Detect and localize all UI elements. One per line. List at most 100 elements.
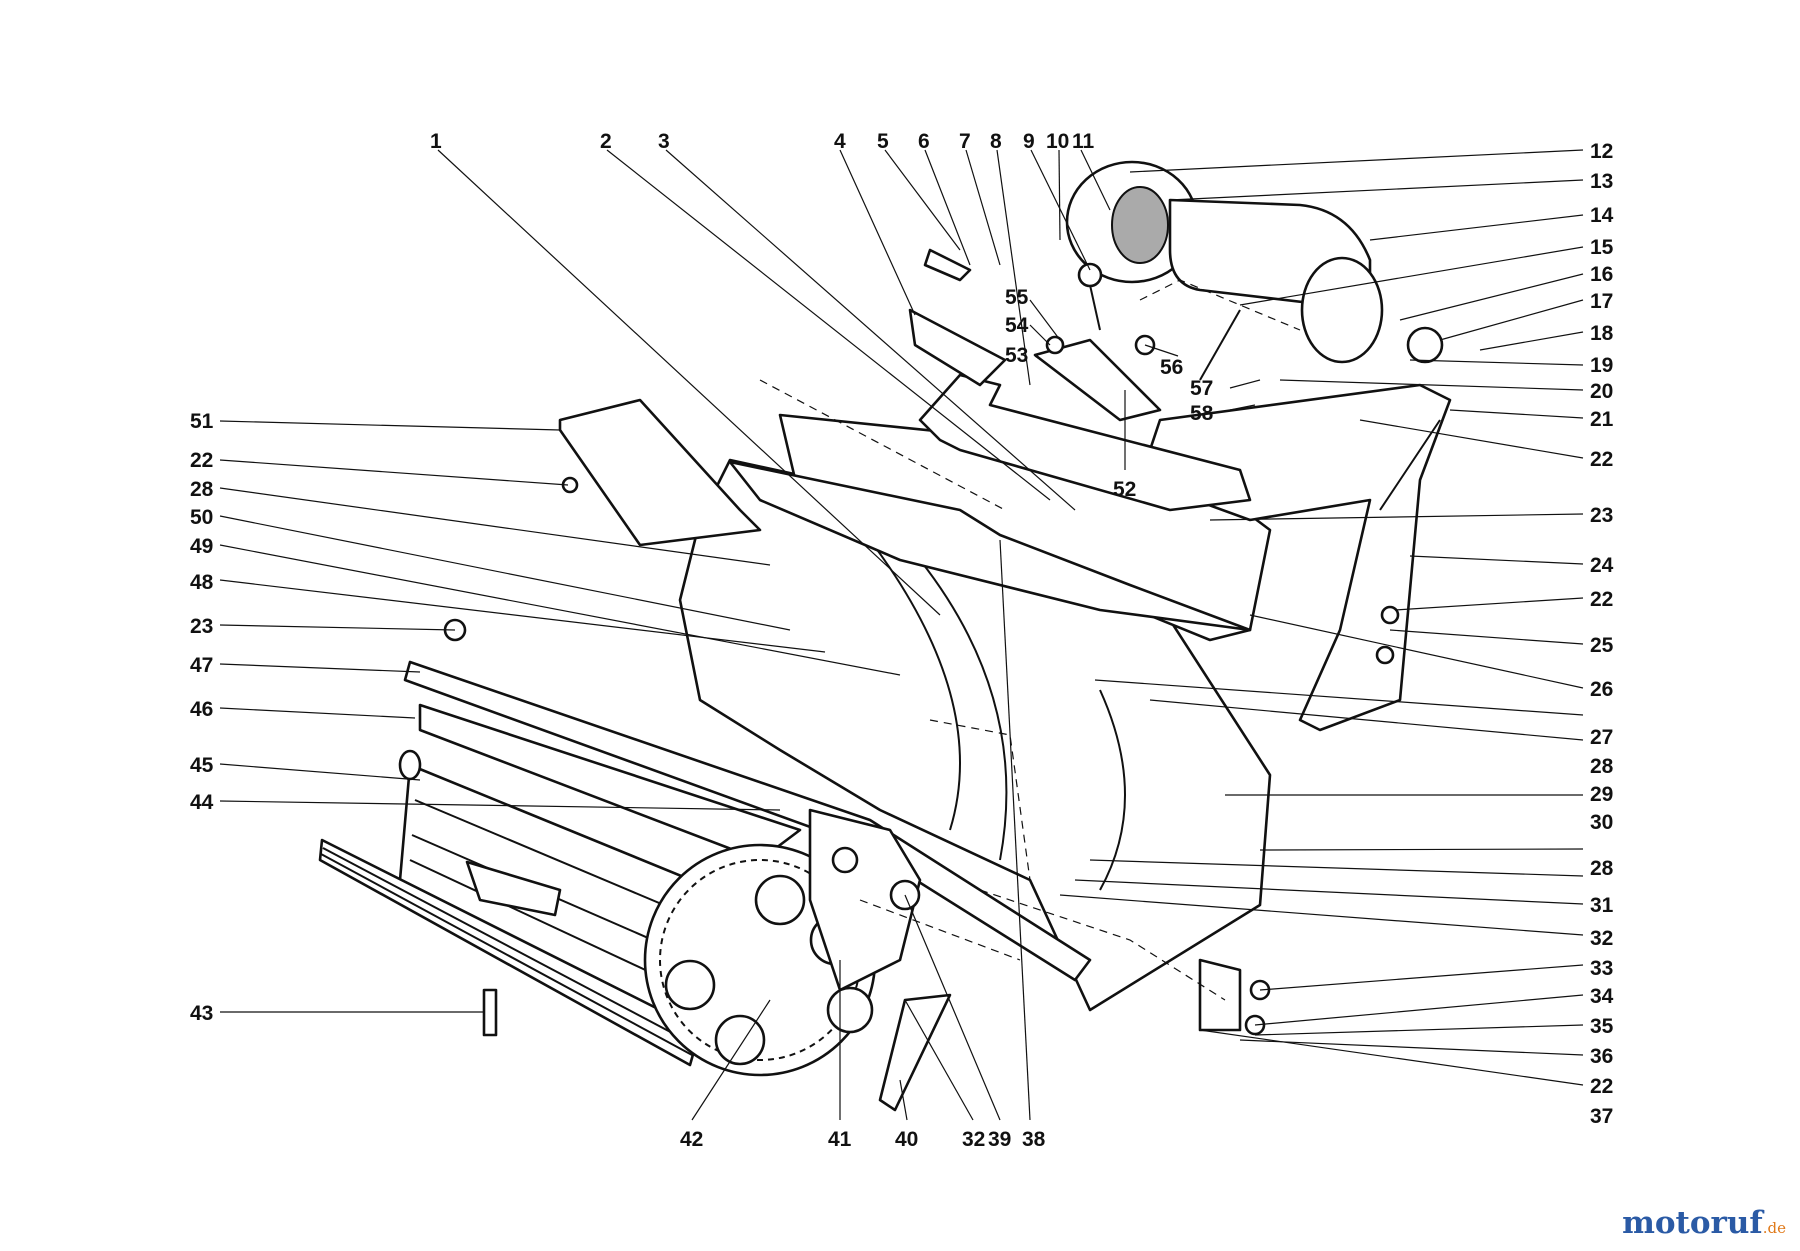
labels-left: 51 22 28 50 49 48 23 47 46 45 44 43: [190, 410, 214, 1025]
part-label: 33: [1590, 957, 1613, 980]
part-label: 19: [1590, 354, 1613, 377]
part-label: 54: [1005, 314, 1029, 337]
part-label: 22: [1590, 588, 1613, 611]
part-label: 43: [190, 1002, 213, 1025]
washer: [1375, 645, 1395, 665]
labels-bottom: 42 41 40 32 39 38: [680, 1128, 1046, 1151]
part-label: 38: [1022, 1128, 1046, 1151]
part-label: 12: [1590, 140, 1613, 163]
part-label: 58: [1190, 402, 1214, 425]
motor-cover-grille: [1111, 186, 1169, 264]
part-label: 50: [190, 506, 213, 529]
part-label: 53: [1005, 344, 1028, 367]
housing-curve-3: [1099, 689, 1126, 891]
part-label: 46: [190, 698, 213, 721]
part-label: 48: [190, 571, 214, 594]
bolt-head: [1380, 605, 1400, 625]
part-label: 37: [1590, 1105, 1613, 1128]
part-label: 35: [1590, 1015, 1614, 1038]
part-label: 56: [1160, 356, 1183, 379]
part-label: 5: [877, 130, 889, 153]
part-label: 24: [1590, 554, 1614, 577]
part-label: 28: [190, 478, 214, 501]
part-label: 49: [190, 535, 213, 558]
part-label: 51: [190, 410, 214, 433]
control-lever-bracket: [908, 308, 1007, 387]
shift-lever-plate: [1033, 338, 1162, 422]
labels-right: 12 13 14 15 16 17 18 19 20 21 22 23 24 2…: [1590, 140, 1614, 1128]
auger-shaft-end: [398, 749, 422, 781]
part-label: 16: [1590, 263, 1613, 286]
part-label: 41: [828, 1128, 852, 1151]
guide-dash-1: [759, 379, 1006, 511]
bearing-plate-hole: [831, 846, 859, 874]
site-watermark: motoruf.de: [1622, 1205, 1786, 1241]
part-label: 31: [1590, 894, 1614, 917]
part-label: 10: [1046, 130, 1069, 153]
carriage-bolt: [482, 988, 498, 1037]
part-label: 14: [1590, 204, 1614, 227]
part-label: 22: [1590, 448, 1613, 471]
part-label: 47: [190, 654, 213, 677]
lever-shaft: [1089, 284, 1101, 331]
sprocket-hole-3: [714, 1014, 766, 1066]
labels-top: 1 2 3 4 5 6 7 8 9 10 11: [430, 130, 1095, 153]
part-label: 30: [1590, 811, 1613, 834]
part-label: 52: [1113, 478, 1136, 501]
part-label: 27: [1590, 726, 1613, 749]
guide-dash-4: [859, 899, 1021, 961]
scraper-groove-2: [320, 853, 693, 1056]
lever-knob: [1077, 262, 1103, 288]
part-label: 29: [1590, 783, 1613, 806]
part-label: 45: [190, 754, 214, 777]
part-label: 9: [1023, 130, 1035, 153]
part-label: 40: [895, 1128, 918, 1151]
part-label: 55: [1005, 286, 1029, 309]
part-label: 7: [959, 130, 971, 153]
motor-pulley: [1406, 326, 1444, 364]
assembly-guide-lines: [759, 279, 1301, 1001]
part-label: 57: [1190, 377, 1213, 400]
part-label: 20: [1590, 380, 1613, 403]
part-label: 39: [988, 1128, 1011, 1151]
part-label: 6: [918, 130, 930, 153]
part-label: 28: [1590, 755, 1614, 778]
clip-nut: [1045, 335, 1065, 355]
blade-support-bar: [403, 660, 1092, 982]
part-label: 32: [962, 1128, 985, 1151]
part-label: 36: [1590, 1045, 1613, 1068]
upper-chute-plate: [728, 460, 1252, 632]
sprocket-hole-1: [754, 874, 806, 926]
part-label: 13: [1590, 170, 1613, 193]
scraper-groove-1: [322, 847, 696, 1046]
part-label: 25: [1590, 634, 1614, 657]
part-label: 3: [658, 130, 670, 153]
side-end-plate: [1198, 958, 1242, 1032]
skid-shoe: [465, 860, 562, 917]
part-label: 2: [600, 130, 612, 153]
part-label: 42: [680, 1128, 703, 1151]
part-label: 4: [834, 130, 846, 153]
part-label: 28: [1590, 857, 1614, 880]
part-label: 32: [1590, 927, 1613, 950]
sprocket-hub: [826, 986, 874, 1034]
part-label: 22: [190, 449, 213, 472]
motor-cable: [1199, 309, 1241, 381]
part-label: 15: [1590, 236, 1614, 259]
part-label: 8: [990, 130, 1002, 153]
part-label: 26: [1590, 678, 1613, 701]
part-label: 1: [430, 130, 442, 153]
bearing-flange: [878, 993, 952, 1112]
part-label: 34: [1590, 985, 1614, 1008]
part-label: 23: [1590, 504, 1613, 527]
guide-dash-5: [1139, 279, 1301, 331]
sprocket-hole-4: [664, 959, 716, 1011]
guide-dash-3: [979, 889, 1226, 1001]
motor-end-plate: [1300, 256, 1384, 364]
housing-curve-1: [869, 539, 961, 831]
labels-inner: 55 54 53 52 56 57 58: [1005, 286, 1214, 501]
part-label: 17: [1590, 290, 1613, 313]
watermark-domain: .de: [1762, 1219, 1786, 1237]
part-label: 44: [190, 791, 214, 814]
